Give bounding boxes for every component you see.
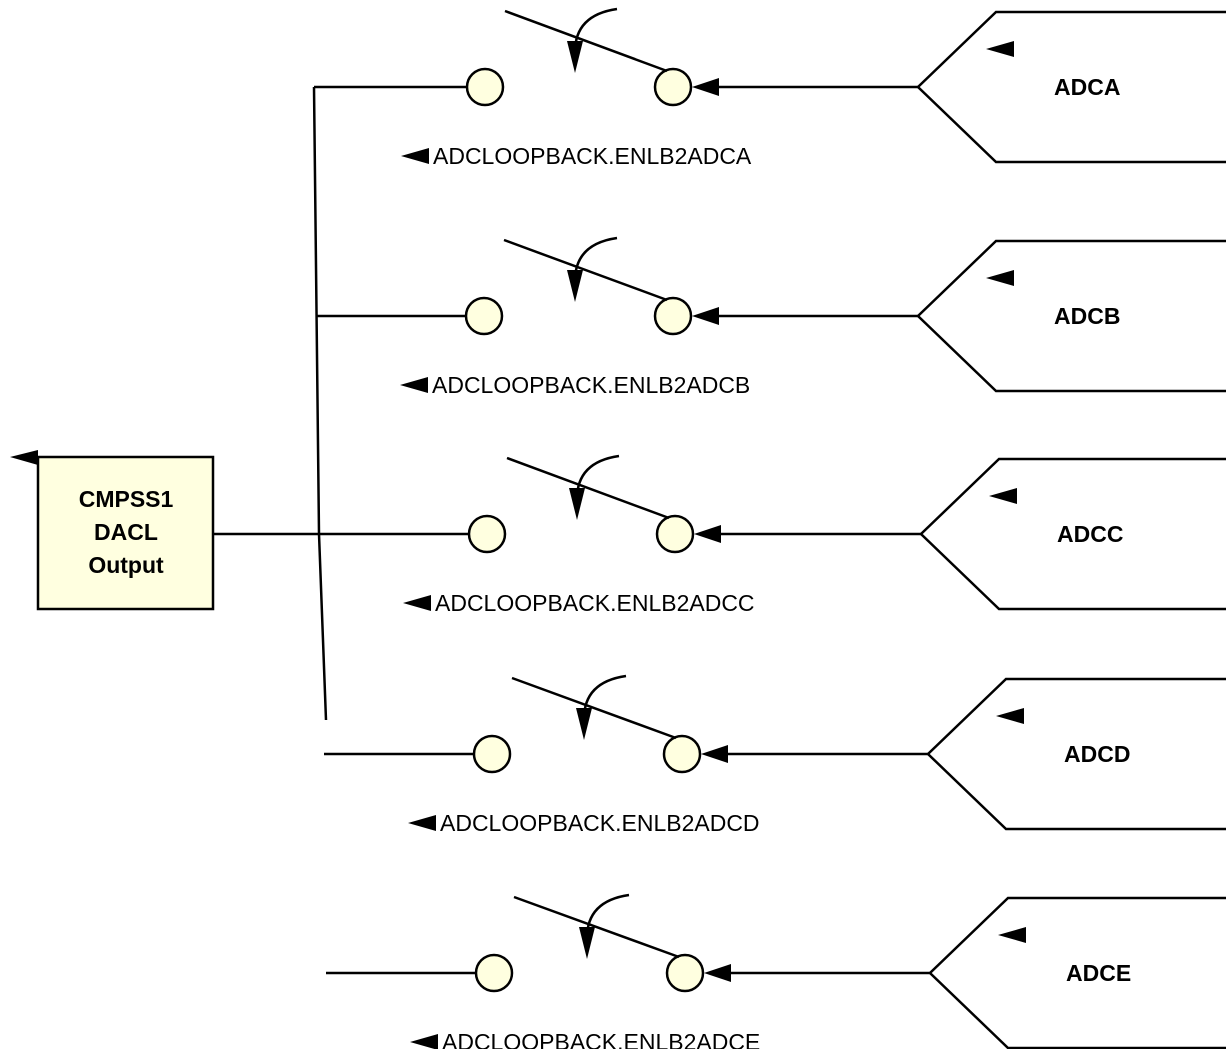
left-contact-adcc (467, 514, 507, 554)
control-marker-adcb (400, 377, 428, 393)
source-block-line-1: CMPSS1 (79, 486, 174, 512)
input-arrowhead-adce (704, 964, 731, 982)
channel-adcd: ADCD ADCLOOPBACK.ENLB2ADCD (324, 674, 1226, 836)
right-contact-adce (665, 953, 705, 993)
channels-layer: ADCA ADCLOOPBACK.ENLB2ADCA ADCB ADCLOOPBACK… (314, 7, 1226, 1049)
control-label-adce: ADCLOOPBACK.ENLB2ADCE (442, 1029, 760, 1049)
switch-blade-adce (513, 895, 680, 959)
bus-wire (312, 86, 328, 721)
input-arrowhead-adcc (694, 525, 721, 543)
adc-corner-marker-adcd (996, 708, 1024, 724)
source-block-box (36, 455, 215, 611)
adc-corner-marker-adcb (986, 270, 1014, 286)
left-contact-adce (474, 953, 514, 993)
block-corner-marker (10, 450, 38, 465)
cmpss1-dacl-output-block: CMPSS1 DACL Output (10, 450, 215, 611)
actuation-arrowhead-adcc (569, 488, 585, 520)
switch-blade-adca (504, 9, 668, 73)
adc-corner-marker-adce (998, 927, 1026, 943)
right-contact-adcc (655, 514, 695, 554)
switch-blade-adcc (506, 456, 670, 520)
channel-adce: ADCE ADCLOOPBACK.ENLB2ADCE (326, 893, 1226, 1049)
left-contact-adca (465, 67, 505, 107)
input-arrowhead-adca (692, 78, 719, 96)
input-arrowhead-adcd (701, 745, 728, 763)
switch-blade-adcd (511, 676, 677, 740)
adc-corner-marker-adca (986, 41, 1014, 57)
right-contact-adcd (662, 734, 702, 774)
control-label-adcd: ADCLOOPBACK.ENLB2ADCD (440, 810, 760, 836)
adc-label-adcb: ADCB (1054, 303, 1120, 329)
control-label-adcc: ADCLOOPBACK.ENLB2ADCC (435, 590, 755, 616)
channel-adcb: ADCB ADCLOOPBACK.ENLB2ADCB (316, 236, 1226, 398)
actuation-arrowhead-adce (579, 927, 595, 959)
control-label-adcb: ADCLOOPBACK.ENLB2ADCB (432, 372, 750, 398)
actuation-arrowhead-adcb (567, 270, 583, 302)
input-arrowhead-adcb (692, 307, 719, 325)
source-block-line-2: DACL (94, 519, 158, 545)
source-block-line-3: Output (88, 552, 164, 578)
right-contact-adcb (653, 296, 693, 336)
actuation-arrowhead-adca (567, 41, 583, 73)
control-marker-adcc (403, 595, 431, 611)
left-contact-adcb (464, 296, 504, 336)
channel-adcc: ADCC ADCLOOPBACK.ENLB2ADCC (319, 454, 1226, 616)
adc-label-adcc: ADCC (1057, 521, 1123, 547)
control-marker-adca (401, 148, 429, 164)
actuation-arrowhead-adcd (576, 708, 592, 740)
adc-label-adce: ADCE (1066, 960, 1131, 986)
control-label-adca: ADCLOOPBACK.ENLB2ADCA (433, 143, 752, 169)
adc-label-adca: ADCA (1054, 74, 1120, 100)
control-marker-adcd (408, 815, 436, 831)
adc-corner-marker-adcc (989, 488, 1017, 504)
switch-blade-adcb (503, 238, 668, 302)
adc-label-adcd: ADCD (1064, 741, 1130, 767)
right-contact-adca (653, 67, 693, 107)
channel-adca: ADCA ADCLOOPBACK.ENLB2ADCA (314, 7, 1226, 169)
left-contact-adcd (472, 734, 512, 774)
control-marker-adce (410, 1034, 438, 1049)
